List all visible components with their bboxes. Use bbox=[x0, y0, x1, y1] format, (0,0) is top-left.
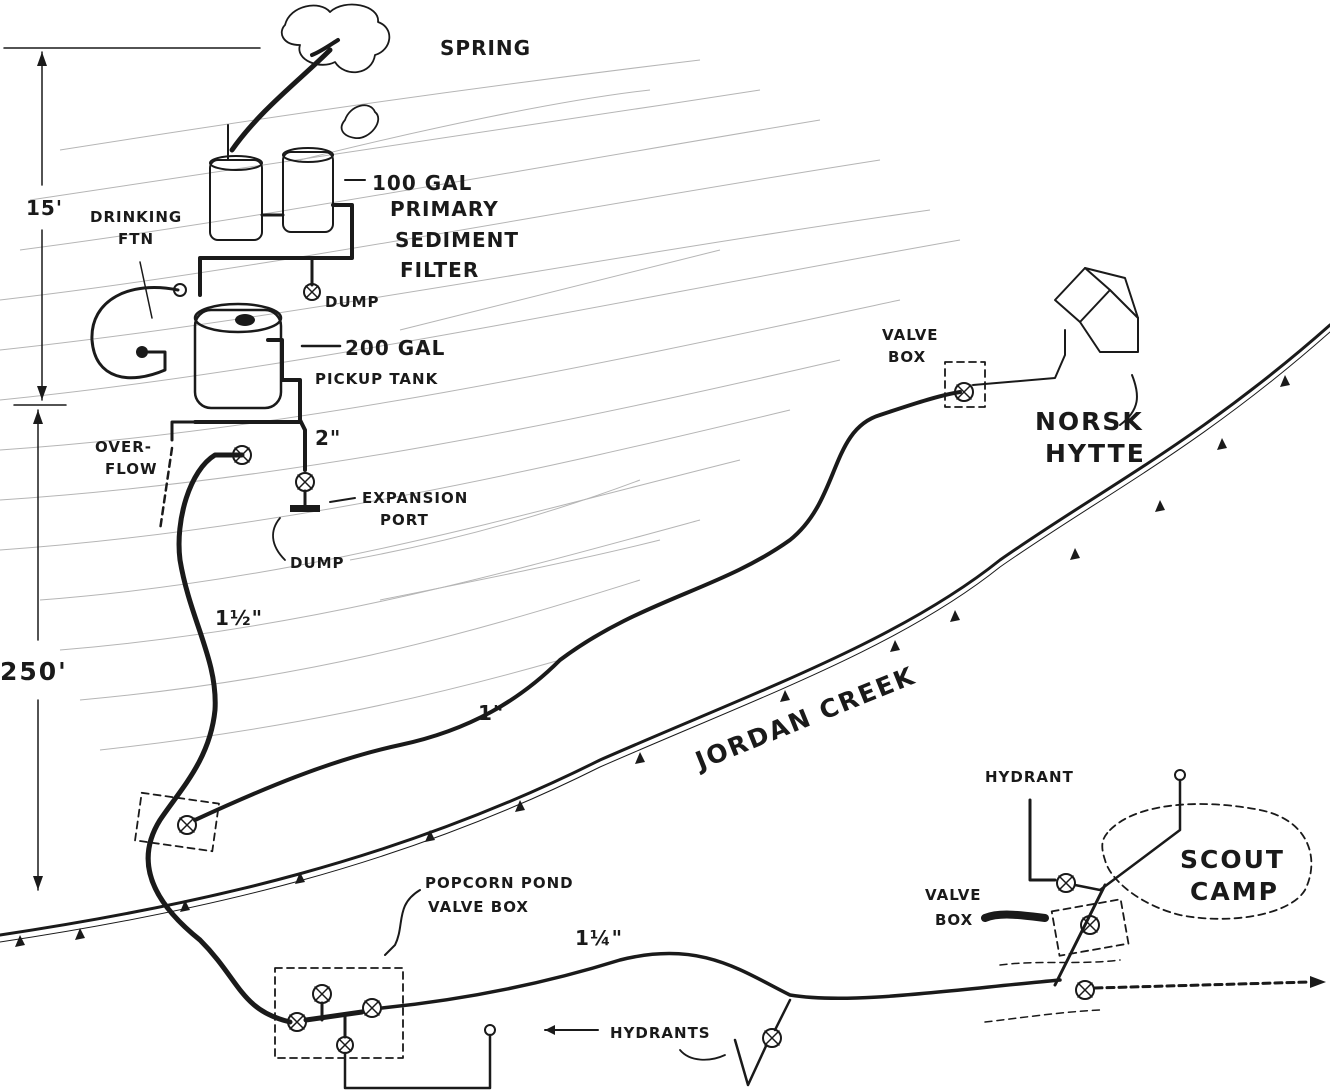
arrow-icon bbox=[384, 889, 421, 956]
pipe-1in-label: 1" bbox=[478, 701, 504, 725]
overflow-label-2: FLOW bbox=[105, 460, 158, 478]
arrow-head-icon bbox=[33, 410, 43, 424]
jordan-creek-label: JORDAN CREEK bbox=[690, 661, 920, 777]
line-1in-norsk bbox=[193, 390, 962, 822]
valve-box-scout-label-1: VALVE bbox=[925, 886, 982, 904]
jordan-creek bbox=[0, 323, 1330, 937]
overflow-label-1: OVER- bbox=[95, 438, 152, 456]
upper-valve-box bbox=[134, 791, 220, 853]
popcorn-pond-valve-box bbox=[274, 967, 404, 1059]
tank-200-label-2: PICKUP TANK bbox=[315, 370, 439, 388]
upper-valve-icon bbox=[177, 815, 197, 835]
norsk-label-1: NORSK bbox=[1035, 407, 1144, 436]
main-valve-icon bbox=[232, 445, 252, 465]
dimension-line bbox=[3, 47, 261, 891]
dump-valve-icon bbox=[303, 283, 321, 301]
arrow-head-icon bbox=[37, 386, 47, 400]
expansion-port-label-2: PORT bbox=[380, 511, 429, 529]
arrow-icon bbox=[981, 910, 1049, 922]
dump-1-label: DUMP bbox=[325, 293, 380, 311]
tank-100-label-4: FILTER bbox=[400, 258, 479, 282]
valve-box-scout-label-2: BOX bbox=[935, 911, 973, 929]
scout-camp-label-1: SCOUT bbox=[1180, 845, 1285, 874]
popcorn-pond-label-1: POPCORN POND bbox=[425, 874, 574, 892]
norsk-valve-icon bbox=[954, 382, 974, 402]
cabin-icon bbox=[1054, 267, 1139, 353]
terrain-contours bbox=[0, 59, 961, 751]
pipe-1-25in-label: 1¼" bbox=[575, 926, 623, 950]
norsk-label-2: HYTTE bbox=[1045, 439, 1146, 468]
arrow-head-icon bbox=[1310, 976, 1326, 988]
dim-250-label: 250' bbox=[0, 657, 68, 686]
hydrant-valve-icon bbox=[762, 1028, 782, 1048]
drinking-ftn-label-1: DRINKING bbox=[90, 208, 182, 226]
scout-camp-label-2: CAMP bbox=[1190, 877, 1279, 906]
arrow-head-icon bbox=[33, 876, 43, 890]
scout-camp-boundary bbox=[1101, 803, 1313, 920]
end-valve-icon bbox=[1075, 980, 1095, 1000]
popcorn-pond-label-2: VALVE BOX bbox=[428, 898, 529, 916]
popcorn-valves bbox=[287, 984, 382, 1054]
hydrants-label: HYDRANTS bbox=[610, 1024, 711, 1042]
arrow-icon bbox=[329, 497, 356, 503]
sediment-filter-tanks bbox=[198, 147, 354, 297]
hydrant-icon bbox=[1174, 769, 1186, 781]
hydrant-icon bbox=[484, 1024, 496, 1036]
drinking-fountain-loop bbox=[90, 285, 180, 380]
expansion-valve-icon bbox=[290, 472, 320, 512]
tank-100-label-2: PRIMARY bbox=[390, 197, 499, 221]
spring-label: SPRING bbox=[440, 36, 531, 60]
tank-100-label-3: SEDIMENT bbox=[395, 228, 519, 252]
drinking-ftn-label-2: FTN bbox=[118, 230, 154, 248]
line-1-25in bbox=[380, 951, 1062, 1010]
valve-icon bbox=[173, 283, 187, 297]
main-line-1-5in bbox=[145, 452, 293, 1025]
valve-box-norsk-label-2: BOX bbox=[888, 348, 926, 366]
hydrant-valve-icon bbox=[1056, 873, 1076, 893]
arrow-icon bbox=[1119, 374, 1138, 426]
expansion-port-label-1: EXPANSION bbox=[362, 489, 468, 507]
dim-15-label: 15' bbox=[26, 196, 63, 220]
line-continuation bbox=[1093, 980, 1312, 990]
pipe-2in-label: 2" bbox=[315, 426, 341, 450]
pipe-1-5in-label: 1½" bbox=[215, 606, 263, 630]
valve-box-norsk-label-1: VALVE bbox=[882, 326, 939, 344]
spring-supply-pipe bbox=[229, 47, 333, 153]
arrow-head-icon bbox=[37, 52, 47, 66]
hydrant-label: HYDRANT bbox=[985, 768, 1074, 786]
tank-200-label-1: 200 GAL bbox=[345, 336, 445, 360]
pickup-tank bbox=[193, 302, 302, 422]
dump-2-label: DUMP bbox=[290, 554, 345, 572]
spring-icon bbox=[280, 3, 391, 139]
tank-100-label-1: 100 GAL bbox=[372, 171, 472, 195]
scout-valve-box bbox=[1050, 898, 1130, 957]
creek-flow-arrows bbox=[15, 375, 1290, 947]
fountain-icon bbox=[136, 346, 148, 358]
